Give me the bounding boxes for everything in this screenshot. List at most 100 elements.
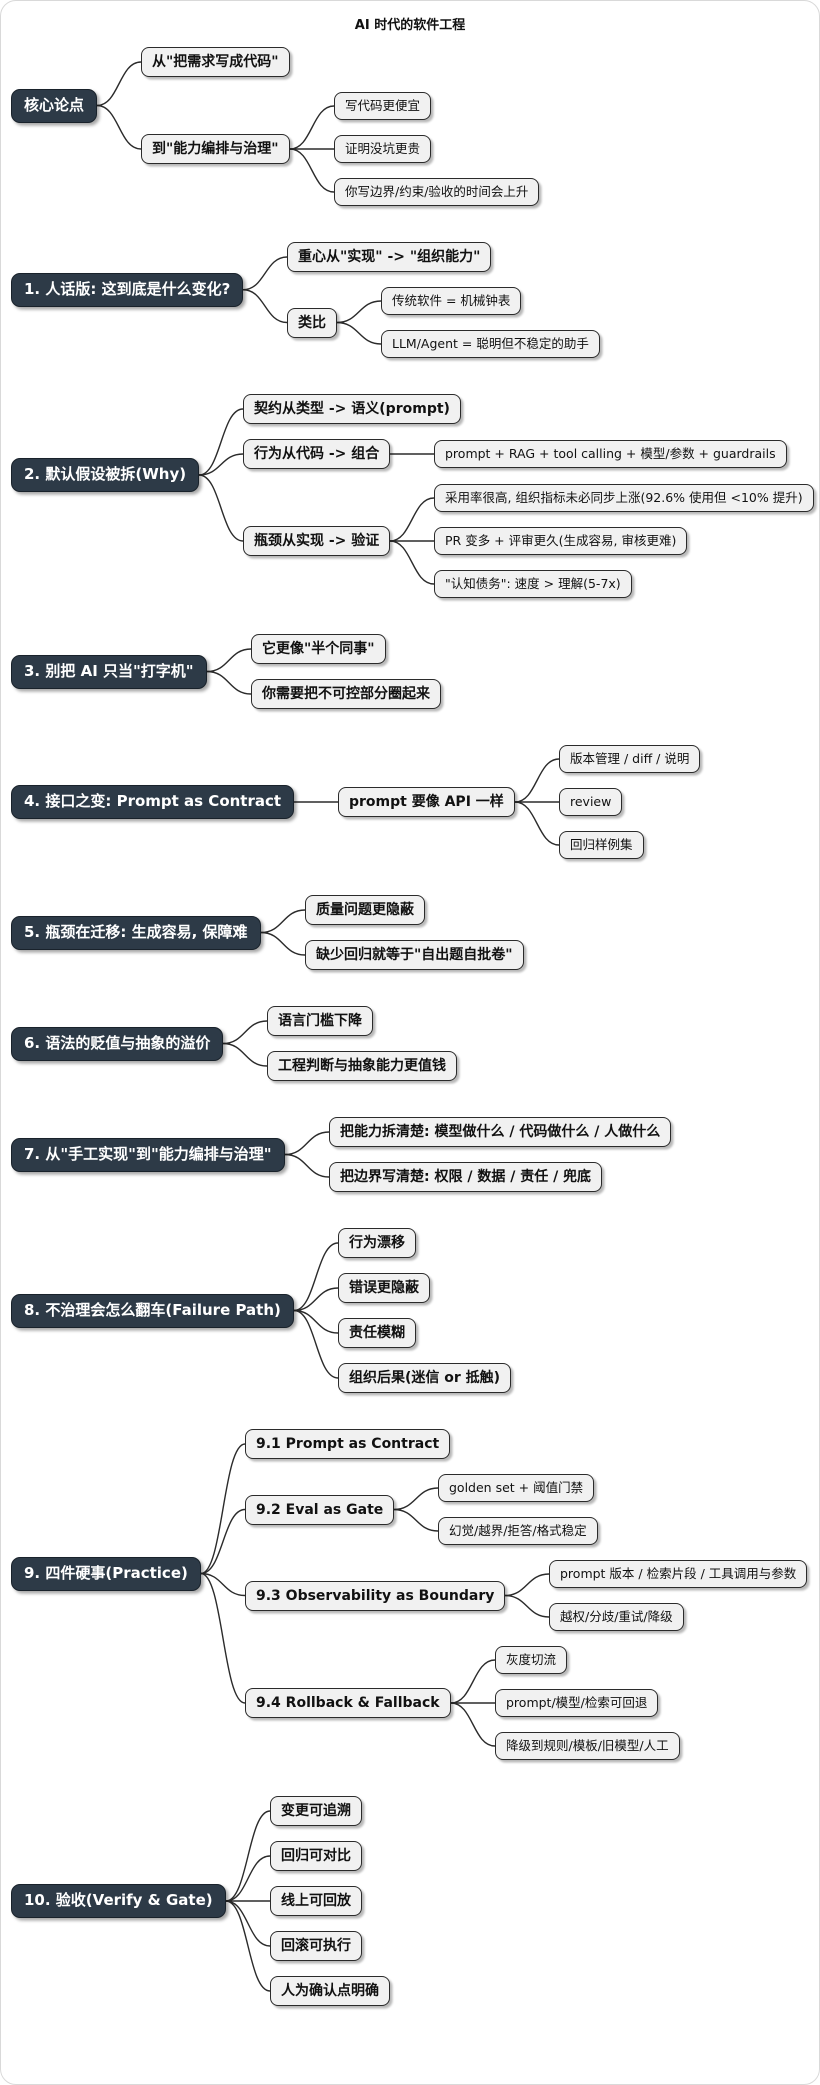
connector-line	[260, 909, 306, 934]
mindmap-node[interactable]: 把边界写清楚: 权限 / 数据 / 责任 / 兜底	[329, 1162, 603, 1193]
mindmap-node[interactable]: 版本管理 / diff / 说明	[559, 745, 701, 774]
mindmap-node[interactable]: golden set + 阈值门禁	[438, 1474, 595, 1503]
connector-line	[504, 1573, 550, 1597]
connector-line	[393, 1508, 439, 1532]
connector-line	[242, 289, 288, 324]
connector-line	[393, 1487, 439, 1511]
mindmap-node[interactable]: 缺少回归就等于"自出题自批卷"	[305, 940, 524, 971]
mindmap-node[interactable]: 9.1 Prompt as Contract	[245, 1429, 451, 1460]
connector-line	[225, 1900, 271, 1992]
mindmap-node[interactable]: 幻觉/越界/拒答/格式稳定	[438, 1517, 598, 1546]
connector-line	[336, 321, 382, 345]
mindmap-node[interactable]: 错误更隐蔽	[338, 1273, 430, 1304]
mindmap-node[interactable]: 传统软件 = 机械钟表	[381, 287, 522, 316]
connector-line	[200, 1508, 246, 1575]
connector-line	[284, 1153, 330, 1178]
mindmap-node[interactable]: 回归可对比	[270, 1841, 362, 1872]
mindmap-node[interactable]: 灰度切流	[495, 1646, 568, 1675]
mindmap-node[interactable]: 语言门槛下降	[267, 1006, 373, 1037]
mindmap-node[interactable]: PR 变多 + 评审更久(生成容易, 审核更难)	[434, 527, 688, 556]
mindmap-node[interactable]: "认知债务": 速度 > 理解(5-7x)	[434, 570, 632, 599]
mindmap-node[interactable]: prompt/模型/检索可回退	[495, 1689, 659, 1718]
root-topic-node[interactable]: 5. 瓶颈在迁移: 生成容易, 保障难	[11, 916, 261, 950]
connector-line	[225, 1855, 271, 1902]
mindmap-node[interactable]: prompt 版本 / 检索片段 / 工具调用与参数	[549, 1560, 808, 1589]
root-topic-node[interactable]: 7. 从"手工实现"到"能力编排与治理"	[11, 1138, 285, 1172]
connector-line	[450, 1659, 496, 1704]
connector-line	[293, 1309, 339, 1334]
mindmap-node[interactable]: 类比	[287, 308, 337, 339]
mindmap-node[interactable]: 证明没坑更贵	[334, 135, 432, 164]
connector-line	[260, 931, 306, 956]
root-topic-node[interactable]: 9. 四件硬事(Practice)	[11, 1557, 201, 1591]
connector-line	[206, 670, 252, 695]
mindmap-node[interactable]: LLM/Agent = 聪明但不稳定的助手	[381, 330, 600, 359]
mindmap-node[interactable]: 瓶颈从实现 -> 验证	[243, 526, 391, 557]
connector-line	[200, 1572, 246, 1704]
mindmap-node[interactable]: 把能力拆清楚: 模型做什么 / 代码做什么 / 人做什么	[329, 1117, 672, 1148]
connector-line	[284, 1131, 330, 1156]
mindmap-node[interactable]: 采用率很高, 组织指标未必同步上涨(92.6% 使用但 <10% 提升)	[434, 484, 814, 513]
connector-line	[200, 1443, 246, 1575]
connector-line	[198, 408, 244, 476]
mindmap-node[interactable]: prompt 要像 API 一样	[338, 787, 515, 818]
mindmap-node[interactable]: 你写边界/约束/验收的时间会上升	[334, 178, 540, 207]
connector-line	[289, 148, 335, 193]
mindmap-node[interactable]: 9.4 Rollback & Fallback	[245, 1688, 451, 1719]
mindmap-node[interactable]: 你需要把不可控部分圈起来	[251, 679, 441, 710]
connector-line	[225, 1900, 271, 1947]
connector-line	[293, 1309, 339, 1379]
mindmap-node[interactable]: 线上可回放	[270, 1886, 362, 1917]
mindmap-node[interactable]: 质量问题更隐蔽	[305, 895, 425, 926]
root-topic-node[interactable]: 1. 人话版: 这到底是什么变化?	[11, 273, 244, 307]
mindmap-node[interactable]: 责任模糊	[338, 1318, 416, 1349]
mindmap-node[interactable]: 行为漂移	[338, 1228, 416, 1259]
connector-line	[293, 1242, 339, 1312]
connector-line	[222, 1020, 268, 1045]
mindmap-node[interactable]: 越权/分歧/重试/降级	[549, 1603, 684, 1632]
connector-line	[514, 801, 560, 846]
mindmap-node[interactable]: 写代码更便宜	[334, 92, 432, 121]
connector-line	[200, 1572, 246, 1597]
mindmap-node[interactable]: 组织后果(迷信 or 抵触)	[338, 1363, 512, 1394]
root-topic-node[interactable]: 4. 接口之变: Prompt as Contract	[11, 785, 295, 819]
connector-line	[96, 61, 142, 107]
connector-line	[96, 104, 142, 150]
connector-line	[225, 1810, 271, 1902]
mindmap-node[interactable]: 变更可追溯	[270, 1796, 362, 1827]
mindmap-node[interactable]: 9.3 Observability as Boundary	[245, 1581, 506, 1612]
root-topic-node[interactable]: 2. 默认假设被拆(Why)	[11, 458, 200, 492]
mindmap-node[interactable]: 回归样例集	[559, 831, 644, 860]
root-topic-node[interactable]: 6. 语法的贬值与抽象的溢价	[11, 1027, 224, 1061]
mindmap-node[interactable]: 回滚可执行	[270, 1931, 362, 1962]
mindmap-node[interactable]: 契约从类型 -> 语义(prompt)	[243, 394, 461, 425]
connector-line	[504, 1594, 550, 1618]
connector-line	[514, 758, 560, 803]
mindmap-node[interactable]: 人为确认点明确	[270, 1976, 390, 2007]
connector-line	[198, 474, 244, 542]
connector-line	[206, 648, 252, 673]
root-topic-node[interactable]: 8. 不治理会怎么翻车(Failure Path)	[11, 1294, 294, 1328]
connector-line	[242, 256, 288, 291]
connector-line	[450, 1702, 496, 1747]
mindmap-node[interactable]: 从"把需求写成代码"	[141, 47, 290, 78]
connector-line	[289, 105, 335, 150]
connector-line	[389, 497, 435, 542]
mindmap-node[interactable]: 到"能力编排与治理"	[141, 134, 290, 165]
diagram-title: AI 时代的软件工程	[354, 18, 466, 33]
mindmap-node[interactable]: 降级到规则/模板/旧模型/人工	[495, 1732, 680, 1761]
root-topic-node[interactable]: 10. 验收(Verify & Gate)	[11, 1884, 226, 1918]
mindmap-node[interactable]: 它更像"半个同事"	[251, 634, 386, 665]
mindmap-node[interactable]: 工程判断与抽象能力更值钱	[267, 1051, 457, 1082]
mindmap-node[interactable]: review	[559, 788, 623, 817]
mindmap-node[interactable]: 9.2 Eval as Gate	[245, 1495, 395, 1526]
mindmap-node[interactable]: 重心从"实现" -> "组织能力"	[287, 242, 492, 273]
mindmap-node[interactable]: prompt + RAG + tool calling + 模型/参数 + gu…	[434, 440, 787, 469]
root-topic-node[interactable]: 3. 别把 AI 只当"打字机"	[11, 655, 207, 689]
root-topic-node[interactable]: 核心论点	[11, 89, 98, 123]
mindmap-node[interactable]: 行为从代码 -> 组合	[243, 439, 391, 470]
connector-line	[222, 1042, 268, 1067]
connector-line	[293, 1287, 339, 1312]
connector-line	[389, 540, 435, 585]
